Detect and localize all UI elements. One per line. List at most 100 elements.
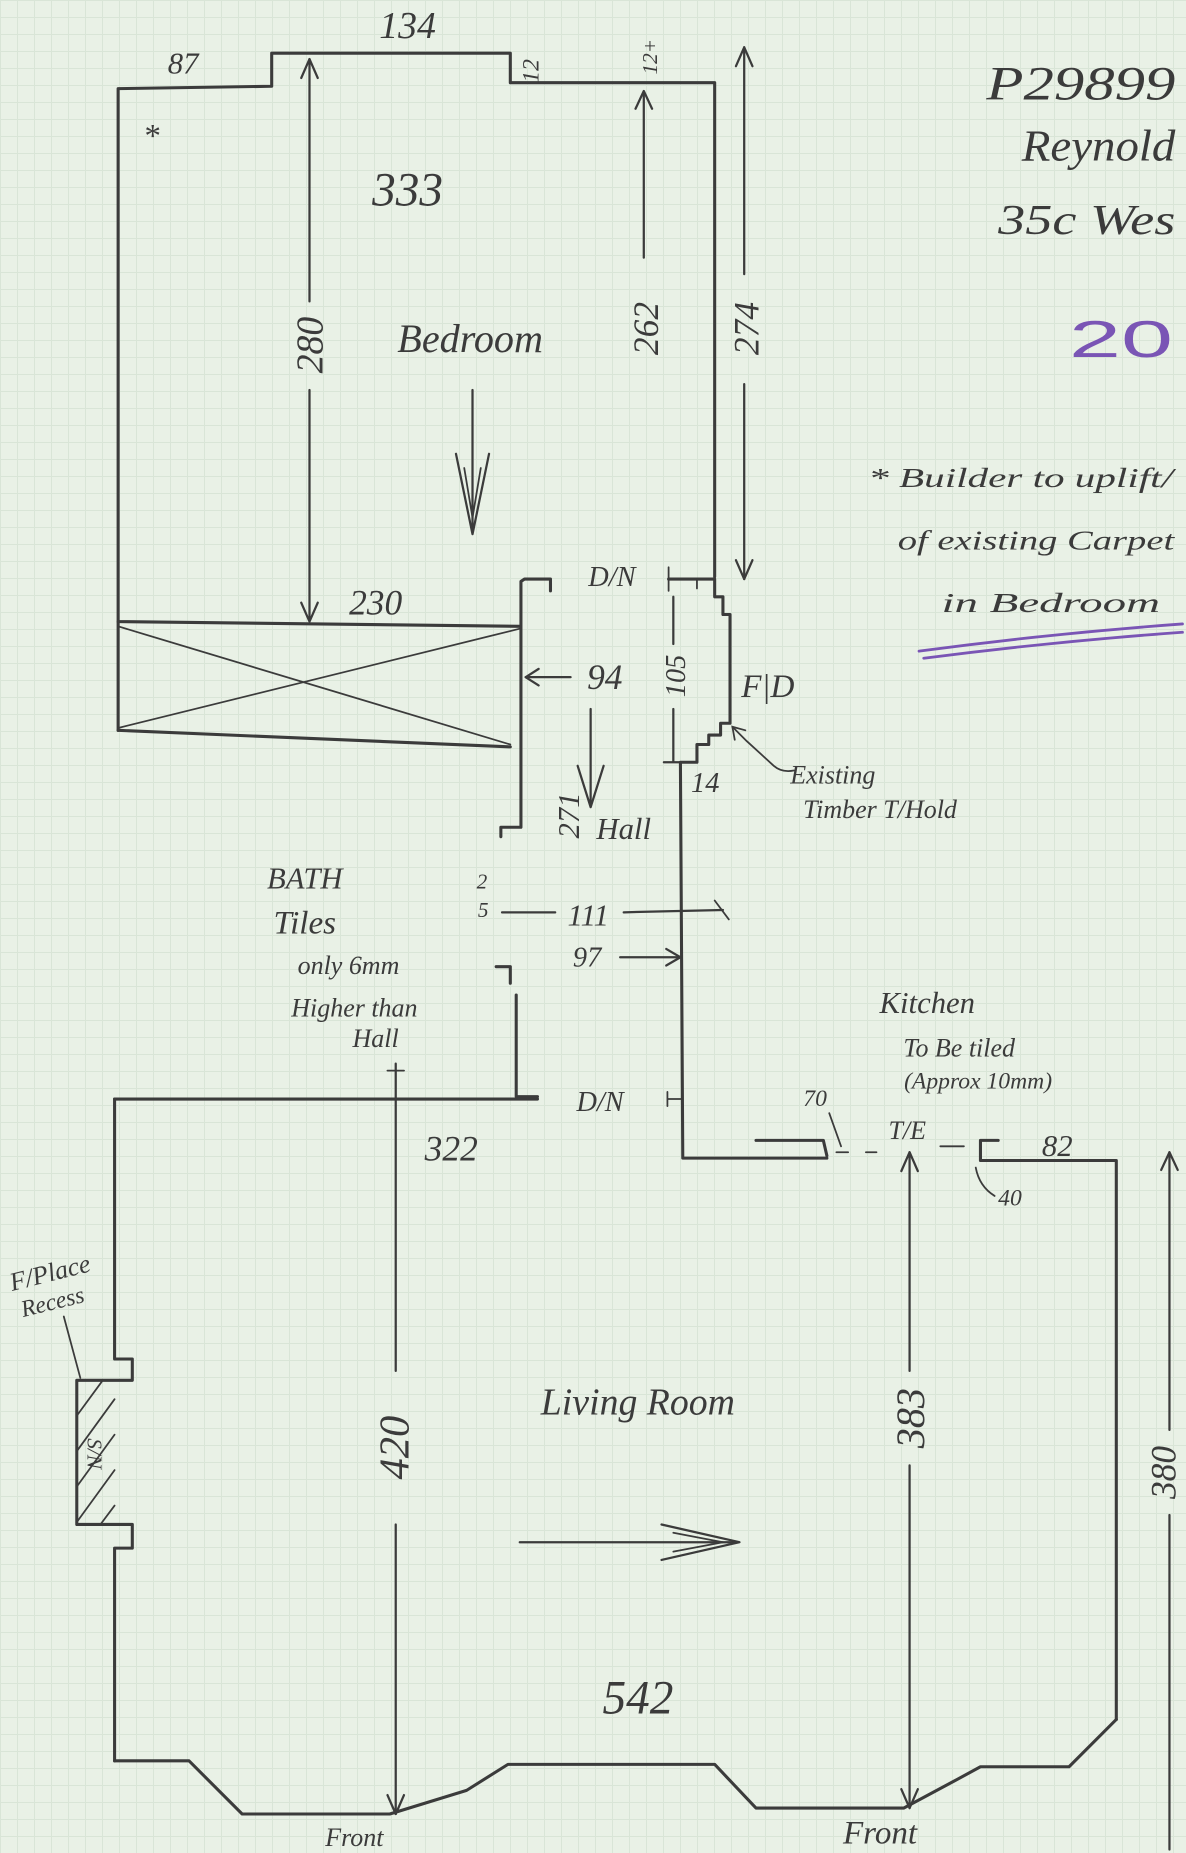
- dimension-line: [500, 908, 725, 914]
- living-room-depth: 420: [372, 1416, 419, 1480]
- hall-left-wall-lower: [514, 993, 540, 1099]
- bedroom-right-overall-dimension: 274: [726, 46, 766, 581]
- arrowhead: [731, 725, 747, 741]
- bath-note: BATH Tiles only 6mm Higher than Hall: [267, 862, 418, 1053]
- hall-width-mid: 111: [568, 898, 609, 932]
- living-room-depth-dimension: 420: [372, 1062, 419, 1816]
- bedroom-right-inner-dimension: 262: [626, 89, 666, 355]
- note-line-3: in Bedroom: [941, 588, 1160, 618]
- hall-width-top-dimension: 94: [524, 657, 623, 697]
- note-underline-1: [917, 622, 1184, 653]
- hatching: [75, 1379, 116, 1526]
- kitchen-note-line-2: To Be tiled: [903, 1033, 1016, 1062]
- bedroom-width: 333: [371, 165, 443, 217]
- kitchen-opening: 70: [803, 1086, 827, 1112]
- opening-pointer: [828, 1112, 842, 1148]
- arrowhead-down: [386, 1793, 406, 1816]
- arrowhead-down: [576, 764, 605, 809]
- robe-diagonal-1: [117, 625, 512, 746]
- arrowhead-left: [524, 667, 540, 687]
- bedroom-top-right-step: 12+: [638, 39, 662, 75]
- note-line-1: * Builder to uplift/: [868, 463, 1176, 493]
- bath-door-jamb: [494, 965, 512, 985]
- fireplace-recess: S/N F/Place Recess: [6, 1249, 116, 1526]
- bedroom-asterisk: *: [143, 119, 160, 155]
- built-in-robe: [116, 620, 522, 749]
- bath-note-line-5: Hall: [352, 1024, 399, 1053]
- bedroom-left-length: 280: [289, 317, 331, 374]
- arrowhead-up: [634, 89, 654, 110]
- robe-bottom-line: [116, 728, 512, 749]
- arrowhead-down: [454, 452, 491, 536]
- living-room-top-width: 322: [424, 1128, 478, 1168]
- kitchen-length-dimension: 383: [888, 1151, 933, 1810]
- front-label-right: Front: [842, 1816, 918, 1852]
- robe-top-line: [116, 620, 522, 628]
- date-fragment: 20: [1069, 311, 1173, 369]
- jamb-pointer: [974, 1166, 996, 1197]
- bath-note-line-3: only 6mm: [298, 951, 400, 980]
- kitchen-return-wall: [978, 1138, 1118, 1721]
- kitchen-length: 383: [888, 1388, 933, 1449]
- door-tick: [666, 1091, 684, 1108]
- builder-note: * Builder to uplift/ of existing Carpet …: [868, 463, 1184, 660]
- bedroom-outline: [116, 51, 717, 732]
- hall-left-wall: [499, 577, 553, 839]
- arrowhead-down: [300, 601, 319, 623]
- living-room-direction-arrow: [518, 1523, 741, 1562]
- threshold-note-line-1: Existing: [789, 761, 875, 790]
- living-room-left-wall: [75, 1097, 134, 1763]
- bedroom-right-overall-length: 274: [726, 302, 766, 355]
- arrowhead-up: [734, 46, 754, 68]
- hall-step: 14: [691, 768, 719, 799]
- hall-length: 271: [552, 792, 586, 838]
- kitchen-door-jamb: [754, 1138, 829, 1158]
- arrowhead-up: [900, 1151, 919, 1173]
- job-number: P29899: [985, 58, 1175, 110]
- fireplace-hatch-label: S/N: [82, 1438, 106, 1471]
- bath-mark-bottom: 5: [478, 898, 489, 922]
- bedroom-label: Bedroom: [397, 316, 543, 361]
- job-header: P29899 Reynold 35c Wes 20: [985, 58, 1176, 369]
- hall-door-top: D/N: [587, 562, 637, 593]
- arrowhead-down: [900, 1788, 919, 1810]
- hall-door-bottom: D/N: [575, 1087, 625, 1118]
- door-tick: [667, 566, 698, 592]
- hall-right-wall: [667, 577, 829, 1160]
- bedroom-left-offset: 87: [168, 46, 200, 80]
- arrowhead-up: [1160, 1151, 1179, 1172]
- living-room-width: 542: [602, 1673, 673, 1725]
- hall-direction-arrow: [576, 707, 605, 809]
- kitchen-jamb: 40: [998, 1185, 1022, 1211]
- arrowhead-inner: [463, 467, 482, 518]
- bedroom: 134 87 12 12+ * 333 Bedroom 280 262 274 …: [116, 5, 766, 749]
- bath-mark-top: 2: [477, 870, 488, 894]
- fire-door-depth-dimension: 105: [661, 595, 692, 764]
- arrowhead-right: [665, 947, 682, 967]
- hall-width-mid-dimension: 111: [500, 898, 730, 932]
- bedroom-top-width: 134: [379, 5, 436, 47]
- fire-door-label: F|D: [740, 669, 794, 705]
- robe-width: 230: [349, 583, 402, 623]
- client-name: Reynold: [1021, 121, 1176, 171]
- arrowhead-inner: [672, 1531, 724, 1553]
- dimension-line: [662, 595, 684, 764]
- hall-label: Hall: [595, 812, 651, 846]
- hall-width-top: 94: [587, 657, 622, 697]
- robe-diagonal-2: [117, 627, 521, 729]
- kitchen-threshold: T/E: [888, 1116, 926, 1145]
- bedroom-direction-arrow: [454, 388, 491, 536]
- threshold-note-line-2: Timber T/Hold: [803, 795, 958, 824]
- arrowhead-right: [660, 1523, 741, 1562]
- hall-width-lower: 97: [573, 943, 603, 974]
- end-tick: [713, 899, 730, 921]
- kitchen: Kitchen To Be tiled (Approx 10mm) 70 T/E…: [754, 986, 1118, 1810]
- threshold-note: Existing Timber T/Hold: [731, 725, 958, 824]
- fire-door-depth: 105: [661, 655, 692, 698]
- living-room-label: Living Room: [540, 1382, 735, 1424]
- kitchen-label: Kitchen: [879, 986, 975, 1020]
- bedroom-right-inner-length: 262: [626, 302, 666, 355]
- hall: D/N 94 105 F|D Existing Timber T/Hold 14…: [477, 562, 958, 1160]
